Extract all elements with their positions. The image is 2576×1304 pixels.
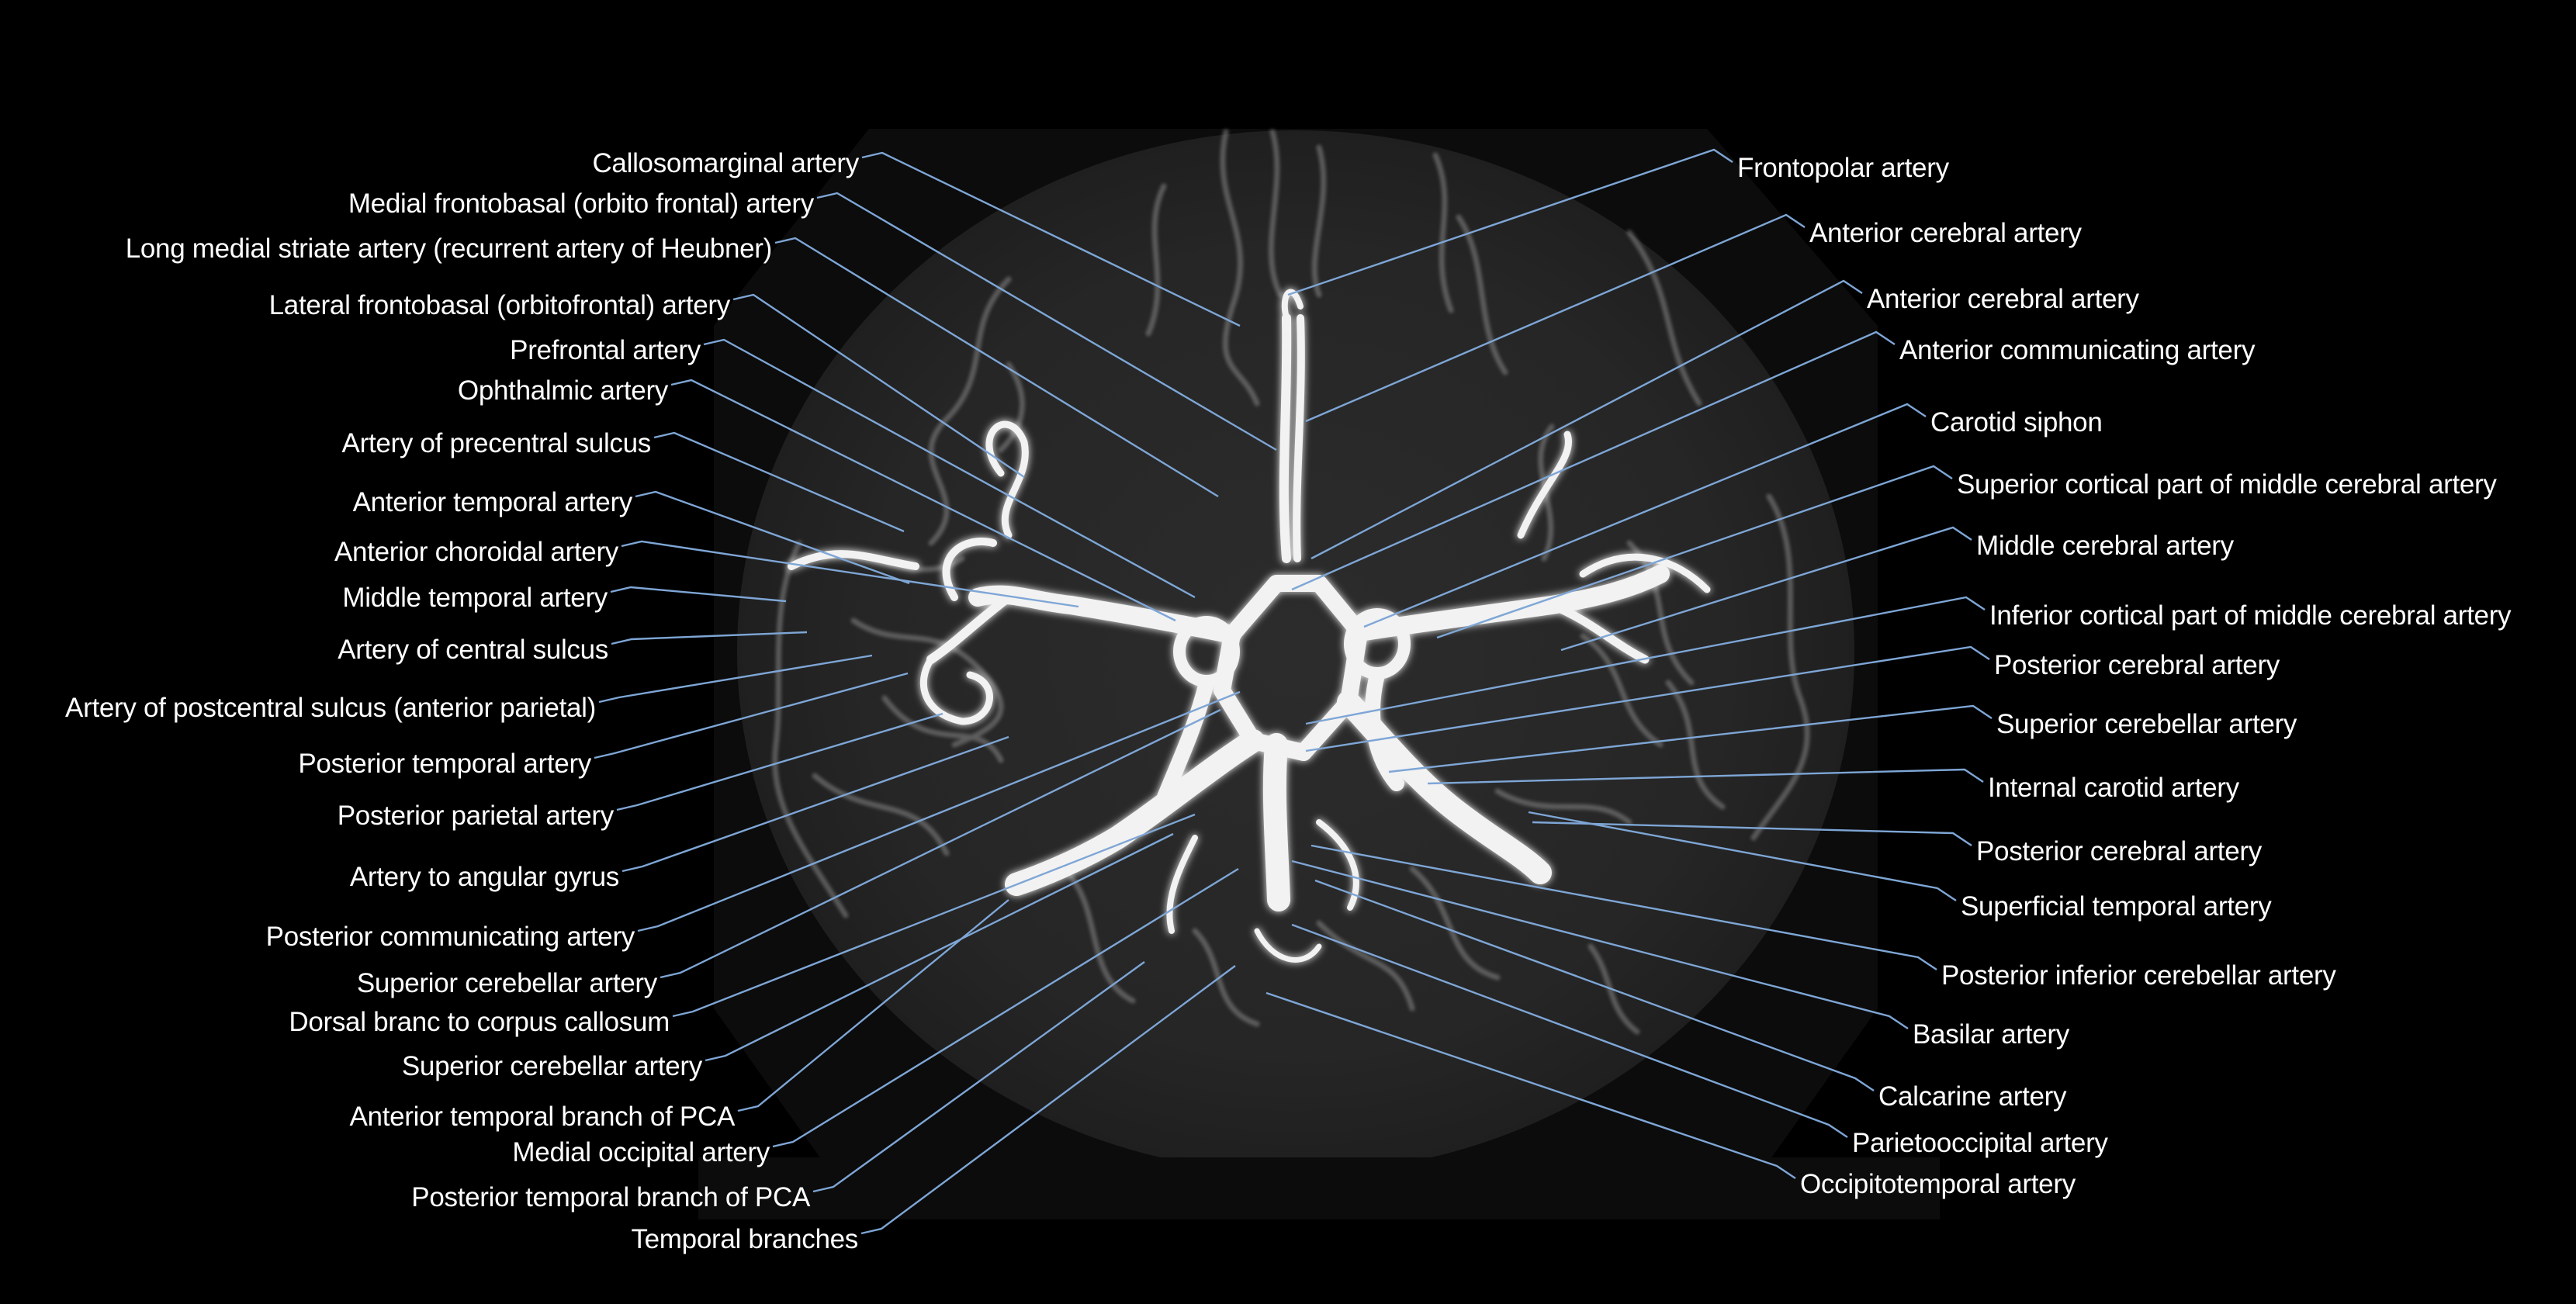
label-right: Superficial temporal artery	[1961, 891, 2272, 922]
leader-line	[1314, 879, 1875, 1091]
label-right: Superior cortical part of middle cerebra…	[1957, 469, 2497, 500]
leader-line	[1427, 768, 1984, 785]
label-left: Posterior parietal artery	[337, 801, 615, 831]
leader-line	[705, 832, 1174, 1062]
leader-line	[616, 712, 943, 811]
label-left: Artery of precentral sulcus	[341, 428, 652, 458]
leader-line	[1287, 148, 1733, 296]
leader-line	[637, 690, 1241, 932]
label-left: Long medial striate artery (recurrent ar…	[125, 233, 773, 264]
leader-line	[1265, 991, 1796, 1179]
label-left: Anterior choroidal artery	[334, 537, 618, 567]
leader-line	[621, 735, 1009, 873]
leader-line	[672, 813, 1196, 1018]
leader-line	[737, 899, 1009, 1112]
leader-line	[1560, 526, 1972, 652]
leader-line	[670, 379, 1176, 622]
leader-line	[598, 654, 873, 704]
leader-line	[1305, 596, 1986, 725]
label-right: Calcarine artery	[1878, 1081, 2067, 1112]
label-left: Ophthalmic artery	[457, 375, 668, 406]
leader-line	[703, 338, 1196, 599]
label-left: Temporal branches	[631, 1224, 858, 1254]
leader-line	[594, 672, 909, 759]
label-left: Lateral frontobasal (orbitofrontal) arte…	[268, 290, 731, 320]
leader-line	[1436, 465, 1953, 639]
leader-line	[1291, 860, 1909, 1029]
label-right: Parietooccipital artery	[1852, 1128, 2108, 1158]
leader-line	[611, 631, 808, 645]
label-right: Posterior inferior cerebellar artery	[1941, 960, 2336, 991]
leader-line	[653, 431, 905, 533]
leader-line	[812, 961, 1145, 1193]
leader-line	[1363, 403, 1927, 628]
label-right: Superior cerebellar artery	[1996, 709, 2297, 739]
label-left: Anterior temporal artery	[352, 487, 633, 517]
label-right: Internal carotid artery	[1988, 773, 2239, 803]
label-left: Medial occipital artery	[512, 1137, 770, 1167]
label-right: Basilar artery	[1913, 1019, 2069, 1050]
leader-line	[860, 965, 1236, 1235]
label-left: Posterior communicating artery	[265, 922, 635, 952]
label-right: Anterior communicating artery	[1899, 335, 2256, 365]
leader-line	[635, 490, 910, 585]
label-right: Occipitotemporal artery	[1800, 1169, 2076, 1199]
leader-line	[1291, 923, 1848, 1138]
label-left: Artery to angular gyrus	[349, 862, 619, 892]
leader-line	[816, 192, 1277, 451]
label-left: Callosomarginal artery	[592, 148, 859, 178]
label-left: Superior cerebellar artery	[401, 1051, 702, 1081]
circle-of-willis	[788, 289, 1711, 963]
label-right: Carotid siphon	[1930, 407, 2103, 438]
leader-line	[732, 293, 1025, 478]
label-left: Superior cerebellar artery	[356, 968, 657, 998]
label-left: Anterior temporal branch of PCA	[349, 1102, 736, 1132]
label-right: Anterior cerebral artery	[1867, 284, 2139, 314]
label-left: Artery of central sulcus	[338, 635, 608, 665]
leader-line	[1291, 330, 1896, 591]
leader-line	[1528, 811, 1957, 901]
label-left: Prefrontal artery	[510, 335, 701, 365]
label-left: Medial frontobasal (orbito frontal) arte…	[348, 189, 814, 219]
leader-lines	[594, 148, 1993, 1235]
label-right: Anterior cerebral artery	[1809, 218, 2082, 248]
leader-line	[660, 708, 1221, 979]
label-left: Middle temporal artery	[342, 583, 608, 613]
label-right: Frontopolar artery	[1737, 153, 1949, 183]
leader-line	[610, 586, 787, 603]
label-left: Artery of postcentral sulcus (anterior p…	[65, 693, 596, 723]
leader-line	[1305, 213, 1806, 423]
leader-line	[1305, 645, 1990, 752]
leader-line	[1388, 704, 1993, 773]
label-left: Posterior temporal artery	[298, 749, 591, 779]
leader-line	[774, 237, 1219, 498]
leader-line	[772, 867, 1239, 1148]
leader-line	[1311, 279, 1863, 560]
label-right: Middle cerebral artery	[1976, 531, 2234, 561]
label-left: Dorsal branc to corpus callosum	[289, 1007, 670, 1037]
label-left: Posterior temporal branch of PCA	[411, 1182, 810, 1212]
label-right: Posterior cerebral artery	[1994, 650, 2280, 680]
leader-line	[861, 151, 1241, 327]
label-right: Inferior cortical part of middle cerebra…	[1989, 600, 2512, 631]
label-right: Posterior cerebral artery	[1976, 836, 2262, 866]
leader-line	[621, 540, 1079, 608]
leader-line	[1311, 844, 1937, 970]
leader-line	[1532, 821, 1972, 846]
